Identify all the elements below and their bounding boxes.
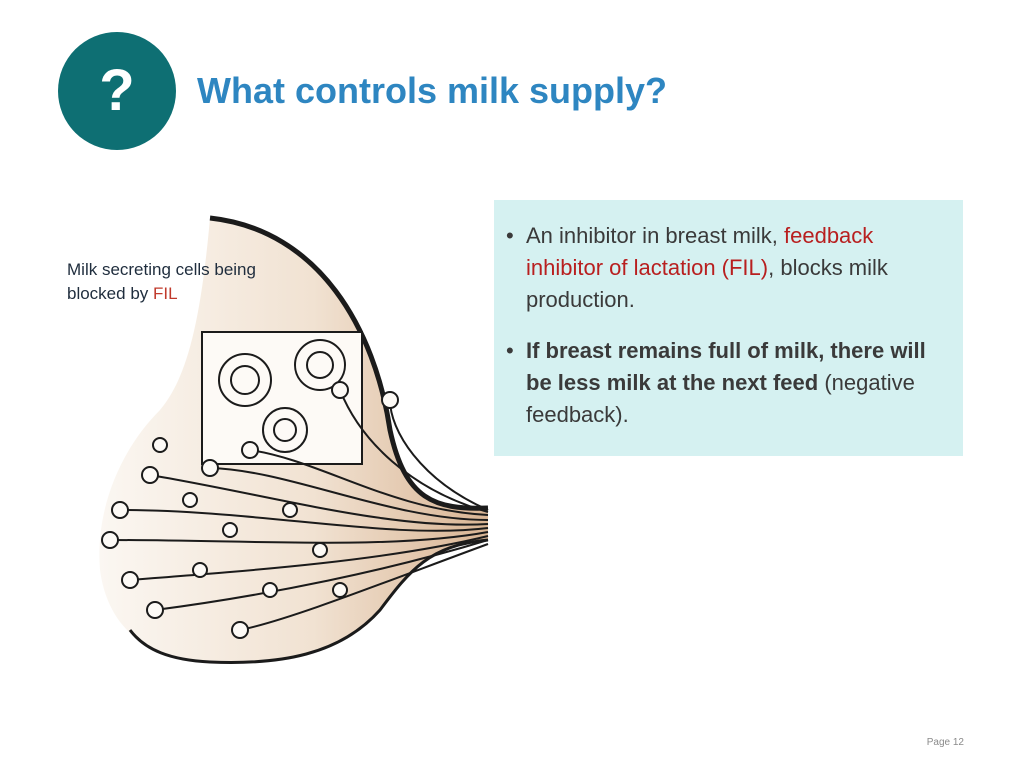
point1-text-after: , blocks milk production. bbox=[526, 255, 888, 312]
diagram-caption: Milk secreting cells being blocked by FI… bbox=[67, 258, 267, 306]
page-number: Page 12 bbox=[926, 737, 964, 748]
point2-text-after: (negative feedback). bbox=[526, 370, 915, 427]
point1-fil-highlight: feedback inhibitor of lactation (FIL) bbox=[526, 223, 874, 280]
bullet-point-1: • An inhibitor in breast milk, feedback … bbox=[506, 220, 939, 316]
question-mark-icon: ? bbox=[99, 58, 135, 123]
point1-text-before: An inhibitor in breast milk, bbox=[526, 223, 784, 248]
breast-lactation-illustration bbox=[99, 215, 489, 664]
caption-text: Milk secreting cells being blocked by bbox=[67, 260, 256, 303]
question-badge: ? bbox=[58, 32, 176, 150]
info-box: • An inhibitor in breast milk, feedback … bbox=[494, 200, 963, 456]
page-title: What controls milk supply? bbox=[197, 70, 668, 111]
point2-bold-text: If breast remains full of milk, there wi… bbox=[526, 338, 926, 395]
bullet-list: • An inhibitor in breast milk, feedback … bbox=[506, 220, 939, 431]
bullet-point-2: • If breast remains full of milk, there … bbox=[506, 335, 939, 431]
caption-fil-highlight: FIL bbox=[153, 284, 178, 303]
bullet-icon: • bbox=[506, 223, 514, 248]
bullet-icon: • bbox=[506, 338, 514, 363]
